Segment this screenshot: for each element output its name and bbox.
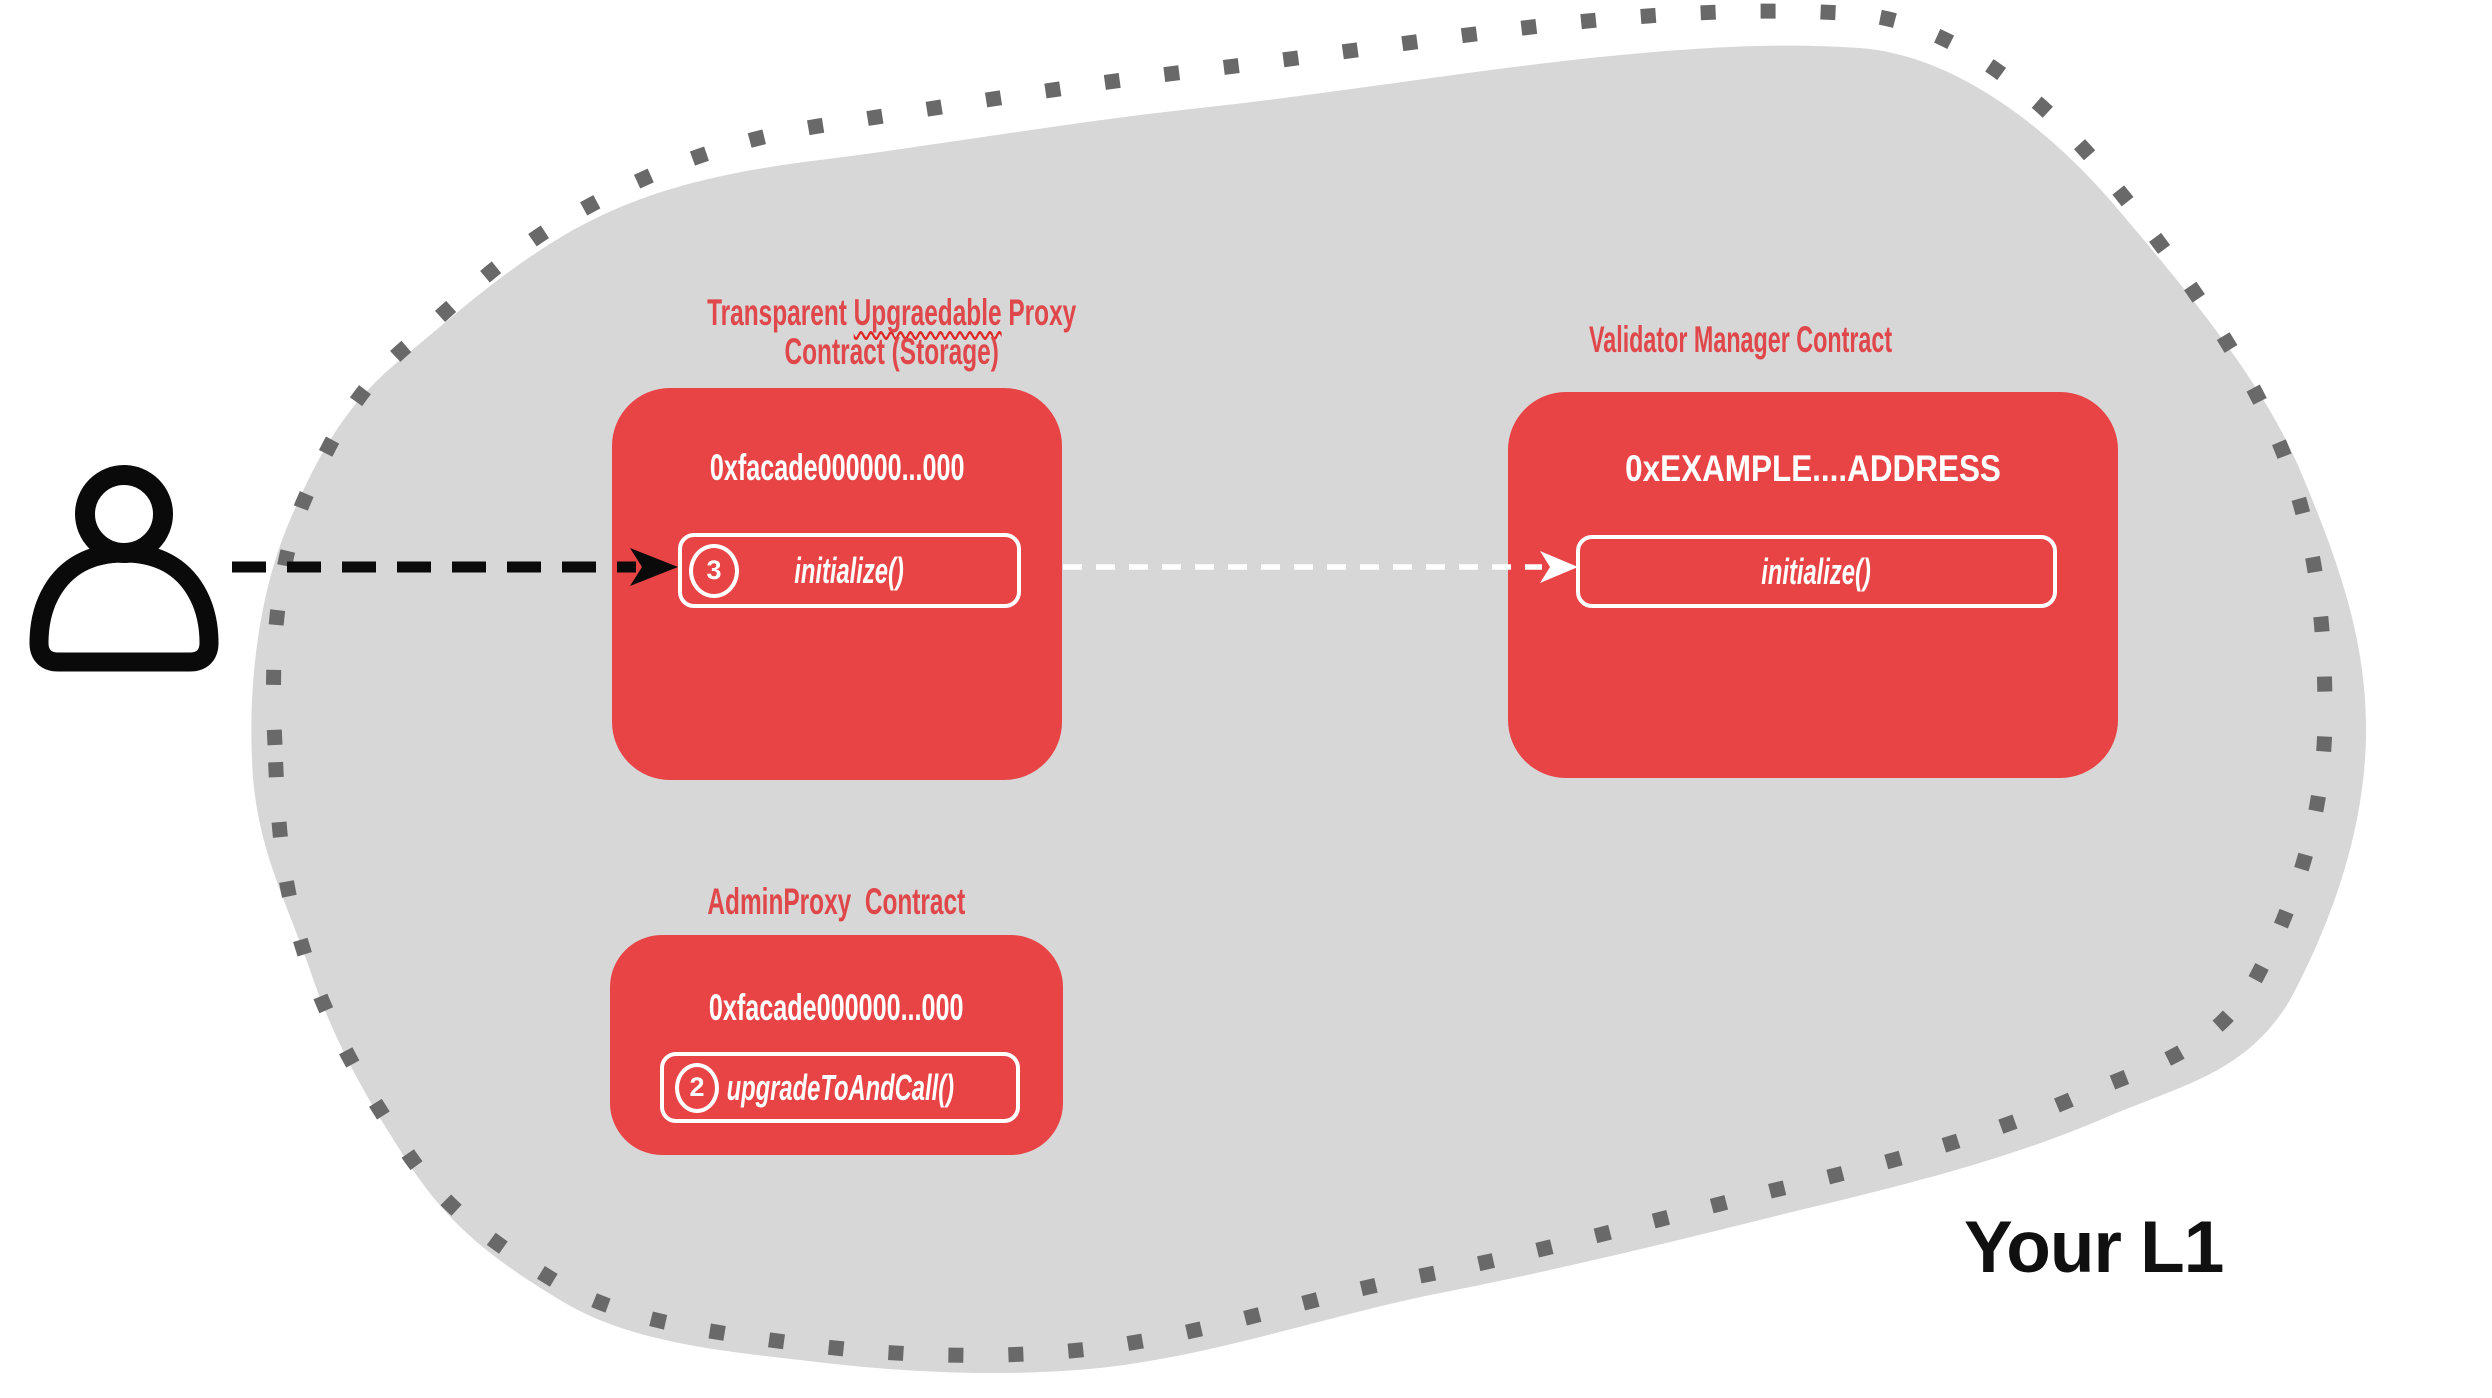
validator-manager-title-text: Validator Manager Contract bbox=[1589, 319, 1893, 360]
step-2-badge: 2 bbox=[675, 1062, 719, 1113]
validator-manager-address: 0xEXAMPLE....ADDRESS bbox=[1625, 448, 2001, 489]
upgrade-to-and-call-button: 2 upgradeToAndCall() bbox=[660, 1052, 1020, 1123]
proxy-title-part2: Proxy bbox=[1001, 292, 1077, 333]
proxy-title-line2: Contract (Storage) bbox=[784, 331, 999, 372]
admin-proxy-address: 0xfacade000000...000 bbox=[709, 987, 964, 1028]
proxy-contract-address: 0xfacade000000...000 bbox=[709, 447, 965, 488]
validator-manager-title: Validator Manager Contract bbox=[1436, 320, 2046, 359]
proxy-title-misspelled-word: Upgraedable bbox=[853, 292, 1002, 333]
validator-initialize-label: initialize() bbox=[1761, 550, 1872, 592]
validator-manager-card: 0xEXAMPLE....ADDRESS initialize() bbox=[1508, 392, 2118, 778]
your-l1-label: Your L1 bbox=[1964, 1207, 2224, 1288]
admin-proxy-card: 0xfacade000000...000 2 upgradeToAndCall(… bbox=[610, 935, 1063, 1155]
proxy-contract-card: 0xfacade000000...000 3 initialize() bbox=[612, 388, 1062, 780]
proxy-title-part1: Transparent bbox=[707, 292, 854, 333]
admin-proxy-title-text: AdminProxy Contract bbox=[707, 881, 966, 922]
step-3-badge: 3 bbox=[689, 543, 739, 598]
admin-proxy-title: AdminProxy Contract bbox=[610, 882, 1063, 921]
validator-initialize-button: initialize() bbox=[1576, 535, 2057, 608]
proxy-initialize-label: initialize() bbox=[794, 549, 905, 591]
upgrade-to-and-call-label: upgradeToAndCall() bbox=[726, 1066, 954, 1108]
proxy-initialize-button: 3 initialize() bbox=[678, 533, 1021, 608]
l1-dotted-border bbox=[265, 3, 2333, 1363]
